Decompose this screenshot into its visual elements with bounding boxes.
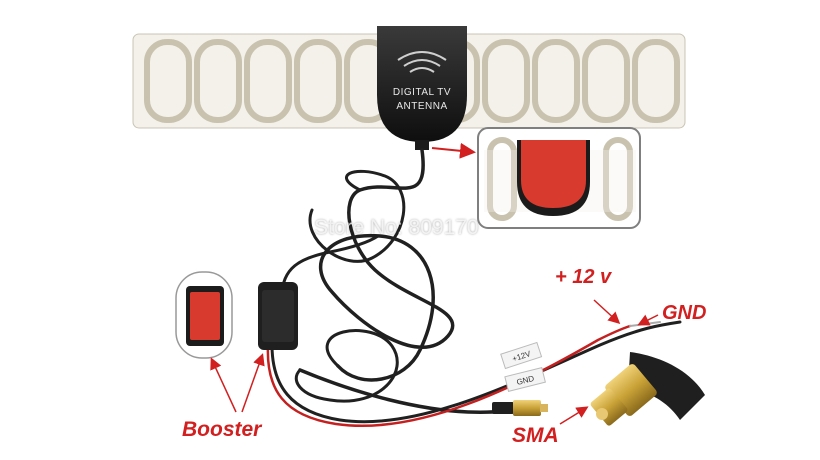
booster-module <box>258 282 298 350</box>
sma-pointer-arrow <box>559 406 589 425</box>
gnd-pointer-arrow <box>637 314 659 326</box>
adhesive-back-inset <box>477 127 641 229</box>
label-sma: SMA <box>512 424 559 447</box>
booster-pointer-arrow-right <box>241 353 265 413</box>
antenna-label-line2: ANTENNA <box>396 101 448 112</box>
power-lead <box>266 234 682 428</box>
booster-pointer-arrow-left <box>210 357 237 413</box>
sma-plug-small <box>492 400 548 416</box>
store-watermark: Store No: 809170 <box>314 216 479 239</box>
label-plus-12v: + 12 v <box>555 266 612 288</box>
label-booster: Booster <box>182 418 262 441</box>
inset-pointer-arrow <box>431 142 476 159</box>
12v-pointer-arrow <box>593 299 621 325</box>
wire-tag-gnd <box>504 367 546 392</box>
signal-icon <box>397 51 447 73</box>
wire-tag-12v <box>500 341 543 370</box>
sma-connector-closeup <box>590 352 705 426</box>
booster-back-inset <box>175 271 233 359</box>
antenna-base <box>377 26 467 150</box>
antenna-label-line1: DIGITAL TV <box>392 87 452 98</box>
label-gnd: GND <box>662 302 707 324</box>
